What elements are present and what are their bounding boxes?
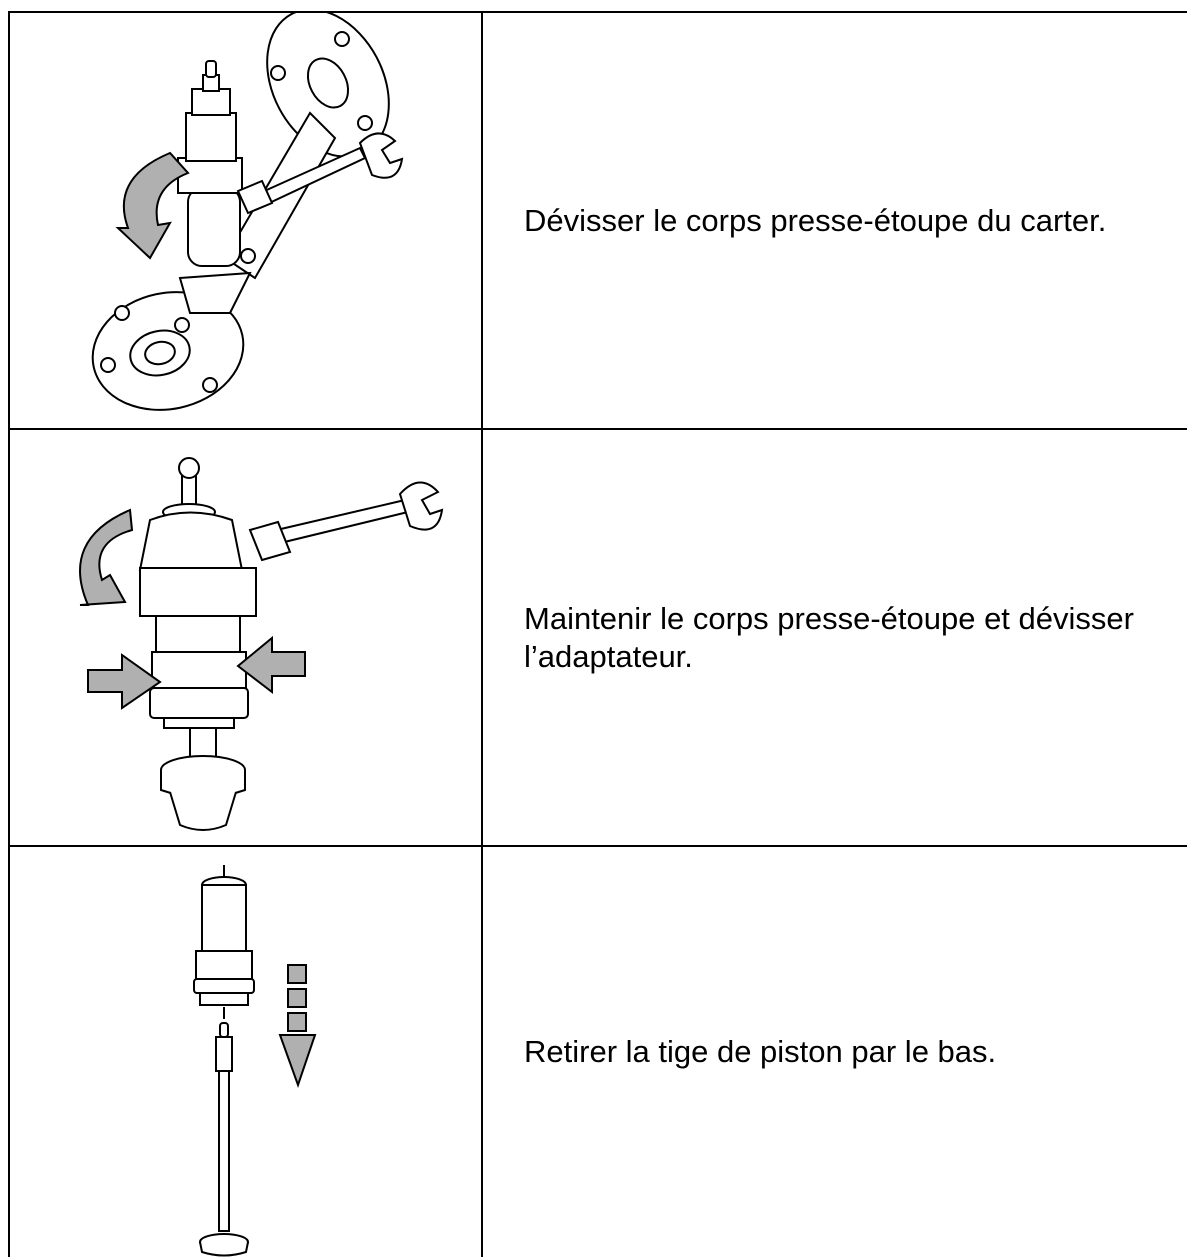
step-3-text: Retirer la tige de piston par le bas. [524,1034,997,1069]
step-2-text: Maintenir le corps presse-étoupe et dévi… [524,600,1134,674]
step-2-text-cell: Maintenir le corps presse-étoupe et dévi… [483,430,1187,845]
step-1-illustration-cell [10,13,481,428]
valve-body-wrench-illustration [91,13,404,411]
step-3-text-cell: Retirer la tige de piston par le bas. [483,847,1187,1257]
step-3-illustration-cell [10,847,481,1257]
hold-arrow-right [236,635,306,695]
column-divider [481,11,483,1257]
rotation-arrow [79,508,134,606]
step-1-text: Dévisser le corps presse-étoupe du carte… [524,202,1107,238]
table-border-left [8,11,10,1257]
hold-arrow-left [87,653,162,710]
piston-rod-illustration [193,865,317,1257]
table-border-top [8,11,1187,13]
gland-adapter-illustration [79,457,444,831]
row-divider-2 [8,845,1187,847]
step-1-text-cell: Dévisser le corps presse-étoupe du carte… [483,13,1187,428]
step-2-illustration-cell [10,430,481,845]
row-divider-1 [8,428,1187,430]
rotation-arrow [115,151,190,260]
down-arrow [278,964,317,1089]
